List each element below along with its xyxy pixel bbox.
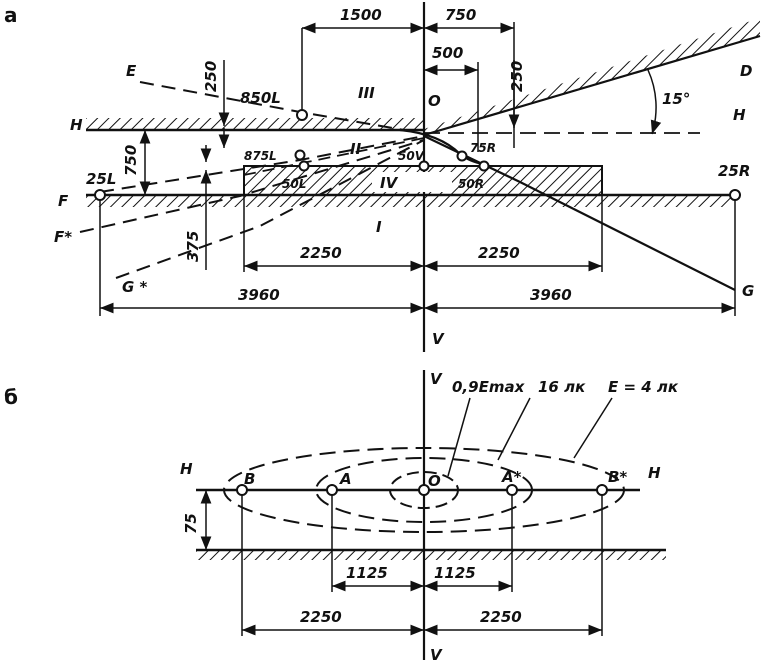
f-label: F xyxy=(58,192,69,210)
dim-2250-left: 2250 xyxy=(300,244,342,262)
dim-2250-right-b: 2250 xyxy=(480,608,522,626)
dim-250-right: 250 xyxy=(508,61,526,92)
leader-16lk xyxy=(497,397,531,461)
point-a-star xyxy=(506,484,518,496)
point-50l xyxy=(298,160,310,172)
leader-4lk xyxy=(573,397,613,459)
h-label-right: H xyxy=(733,106,746,124)
axis-v-top-b: V xyxy=(430,370,443,388)
dim-1125-left: 1125 xyxy=(346,564,388,582)
dim-2250-right: 2250 xyxy=(478,244,520,262)
point-75r xyxy=(456,150,468,162)
leader-emax xyxy=(447,397,471,477)
g-star-label: G * xyxy=(122,278,148,296)
dim-3960-left: 3960 xyxy=(238,286,280,304)
d-line xyxy=(423,34,761,137)
dim-750-top: 750 xyxy=(445,6,476,24)
g-line xyxy=(423,135,736,291)
angle-arc xyxy=(647,69,662,135)
point-o-label-b: O xyxy=(428,472,441,490)
road-hatch-b xyxy=(196,550,666,560)
g-label: G xyxy=(742,282,754,300)
region-i-label: I xyxy=(376,218,382,236)
dim-75: 75 xyxy=(182,513,200,534)
point-b-star-label: B* xyxy=(608,468,627,486)
point-b-star xyxy=(596,484,608,496)
panel-b-label: б xyxy=(4,385,18,409)
g-star-line xyxy=(115,139,425,279)
point-50r-label: 50R xyxy=(458,177,484,191)
dim-375: 375 xyxy=(184,231,202,262)
dim-3960-right: 3960 xyxy=(530,286,572,304)
h-label-left: H xyxy=(70,116,83,134)
panel-a-label: а xyxy=(4,3,18,27)
iso-label-16lk: 16 лк xyxy=(538,378,586,396)
point-50r xyxy=(478,160,490,172)
point-o-b xyxy=(418,484,430,496)
e-label: E xyxy=(126,62,137,80)
point-a-label: A xyxy=(339,470,352,488)
dim-750-left: 750 xyxy=(122,145,140,176)
point-875l-label: 875L xyxy=(244,149,277,163)
h-label-right-b: H xyxy=(648,464,661,482)
region-iv-label: IV xyxy=(380,174,399,192)
iso-label-4lk: E = 4 лк xyxy=(608,378,679,396)
point-25l-label: 25L xyxy=(86,170,116,188)
f-star-line xyxy=(79,139,425,233)
iso-label-emax: 0,9Emax xyxy=(452,378,526,396)
isolux-4lk xyxy=(223,447,625,533)
isolux-emax xyxy=(389,471,459,509)
d-label: D xyxy=(740,62,752,80)
dim-2250-left-b: 2250 xyxy=(300,608,342,626)
dim-1500: 1500 xyxy=(340,6,382,24)
point-50l-label: 50L xyxy=(282,177,306,191)
point-850l-label: 850L xyxy=(240,89,281,107)
isolux-16lk xyxy=(315,457,533,523)
point-850l xyxy=(296,109,308,121)
region-iii-label: III xyxy=(358,84,375,102)
point-50v xyxy=(418,160,430,172)
point-875l xyxy=(294,149,306,161)
road-hatch xyxy=(86,195,732,207)
region-iv-bg xyxy=(372,172,452,192)
point-o-label: O xyxy=(428,92,441,110)
point-25r-label: 25R xyxy=(718,162,750,180)
dim-1125-right: 1125 xyxy=(434,564,476,582)
ray-50l xyxy=(243,137,425,176)
point-50v-label: 50V xyxy=(398,149,426,163)
angle-label: 15° xyxy=(662,90,690,108)
d-hatch xyxy=(424,18,760,135)
point-a xyxy=(326,484,338,496)
dim-500: 500 xyxy=(432,44,463,62)
point-a-star-label: A* xyxy=(501,468,522,486)
region-ii-label: II xyxy=(350,140,362,158)
axis-v-label: V xyxy=(432,330,445,348)
dim-250-left: 250 xyxy=(202,61,220,92)
h-label-left-b: H xyxy=(180,460,193,478)
axis-v-bottom-b: V xyxy=(430,646,443,663)
point-b-label: B xyxy=(244,470,255,488)
h-hatch-left xyxy=(86,118,424,130)
point-25l xyxy=(94,189,106,201)
point-25r xyxy=(729,189,741,201)
f-star-label: F* xyxy=(54,228,72,246)
point-75r-label: 75R xyxy=(470,141,496,155)
